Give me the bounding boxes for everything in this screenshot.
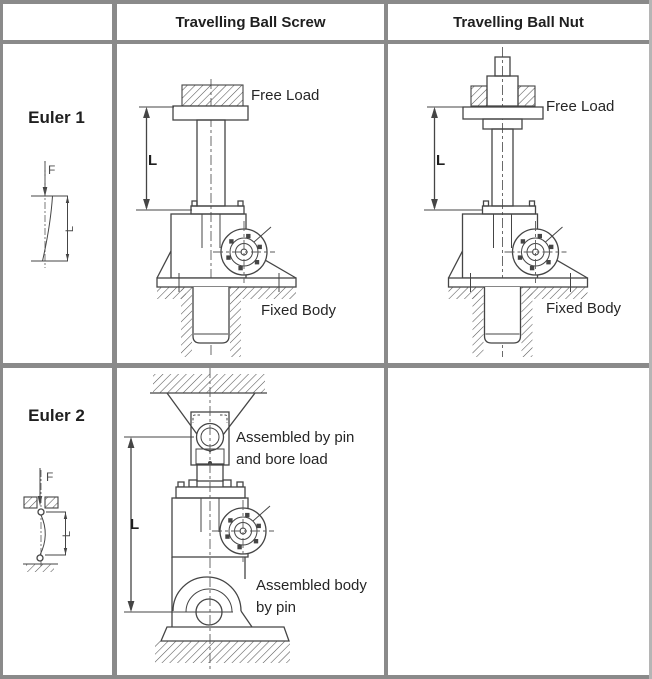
header-travelling-ball-nut: Travelling Ball Nut xyxy=(388,4,649,40)
row-title-euler2: Euler 2 xyxy=(28,406,85,425)
euler1-buckling-schematic: F L xyxy=(31,161,76,268)
fixed-body-label-nut: Fixed Body xyxy=(546,300,622,317)
euler2-buckling-schematic: F L xyxy=(23,468,73,572)
force-label: F xyxy=(46,470,53,484)
free-load-label-screw: Free Load xyxy=(251,87,320,104)
assembled-by-pin-label-line1: Assembled by pin xyxy=(236,429,355,446)
force-label: F xyxy=(48,163,55,177)
ball-nut-assembly-drawing xyxy=(424,47,588,357)
table-border-header xyxy=(0,40,652,44)
table-border-col2 xyxy=(384,0,388,679)
free-load-label-nut: Free Load xyxy=(546,98,615,115)
table-border-right xyxy=(649,0,652,679)
table-border-row-divider xyxy=(0,363,652,368)
length-label-rotated: L xyxy=(64,226,76,232)
length-dim-label-screw: L xyxy=(148,152,158,169)
length-label-rotated: L xyxy=(61,531,73,537)
assembled-body-label-line2: by pin xyxy=(256,599,297,616)
table-border-col1 xyxy=(112,0,117,679)
fixed-body-label-screw: Fixed Body xyxy=(261,302,337,319)
header-travelling-ball-screw: Travelling Ball Screw xyxy=(117,4,384,40)
table-border-bottom xyxy=(0,675,652,679)
table-border-left xyxy=(0,0,3,679)
table-border-top xyxy=(0,0,652,4)
header-label: Travelling Ball Screw xyxy=(175,13,326,31)
ball-screw-assembly-drawing xyxy=(136,79,296,357)
length-dim-label-euler2: L xyxy=(130,516,140,533)
length-dim-label-nut: L xyxy=(436,152,446,169)
row-title-euler1: Euler 1 xyxy=(28,108,85,127)
euler2-pin-mounted-drawing xyxy=(124,368,290,672)
assembled-body-label-line1: Assembled body xyxy=(256,577,367,594)
assembled-by-pin-label-line2: and bore load xyxy=(236,451,328,468)
header-label: Travelling Ball Nut xyxy=(453,13,584,31)
